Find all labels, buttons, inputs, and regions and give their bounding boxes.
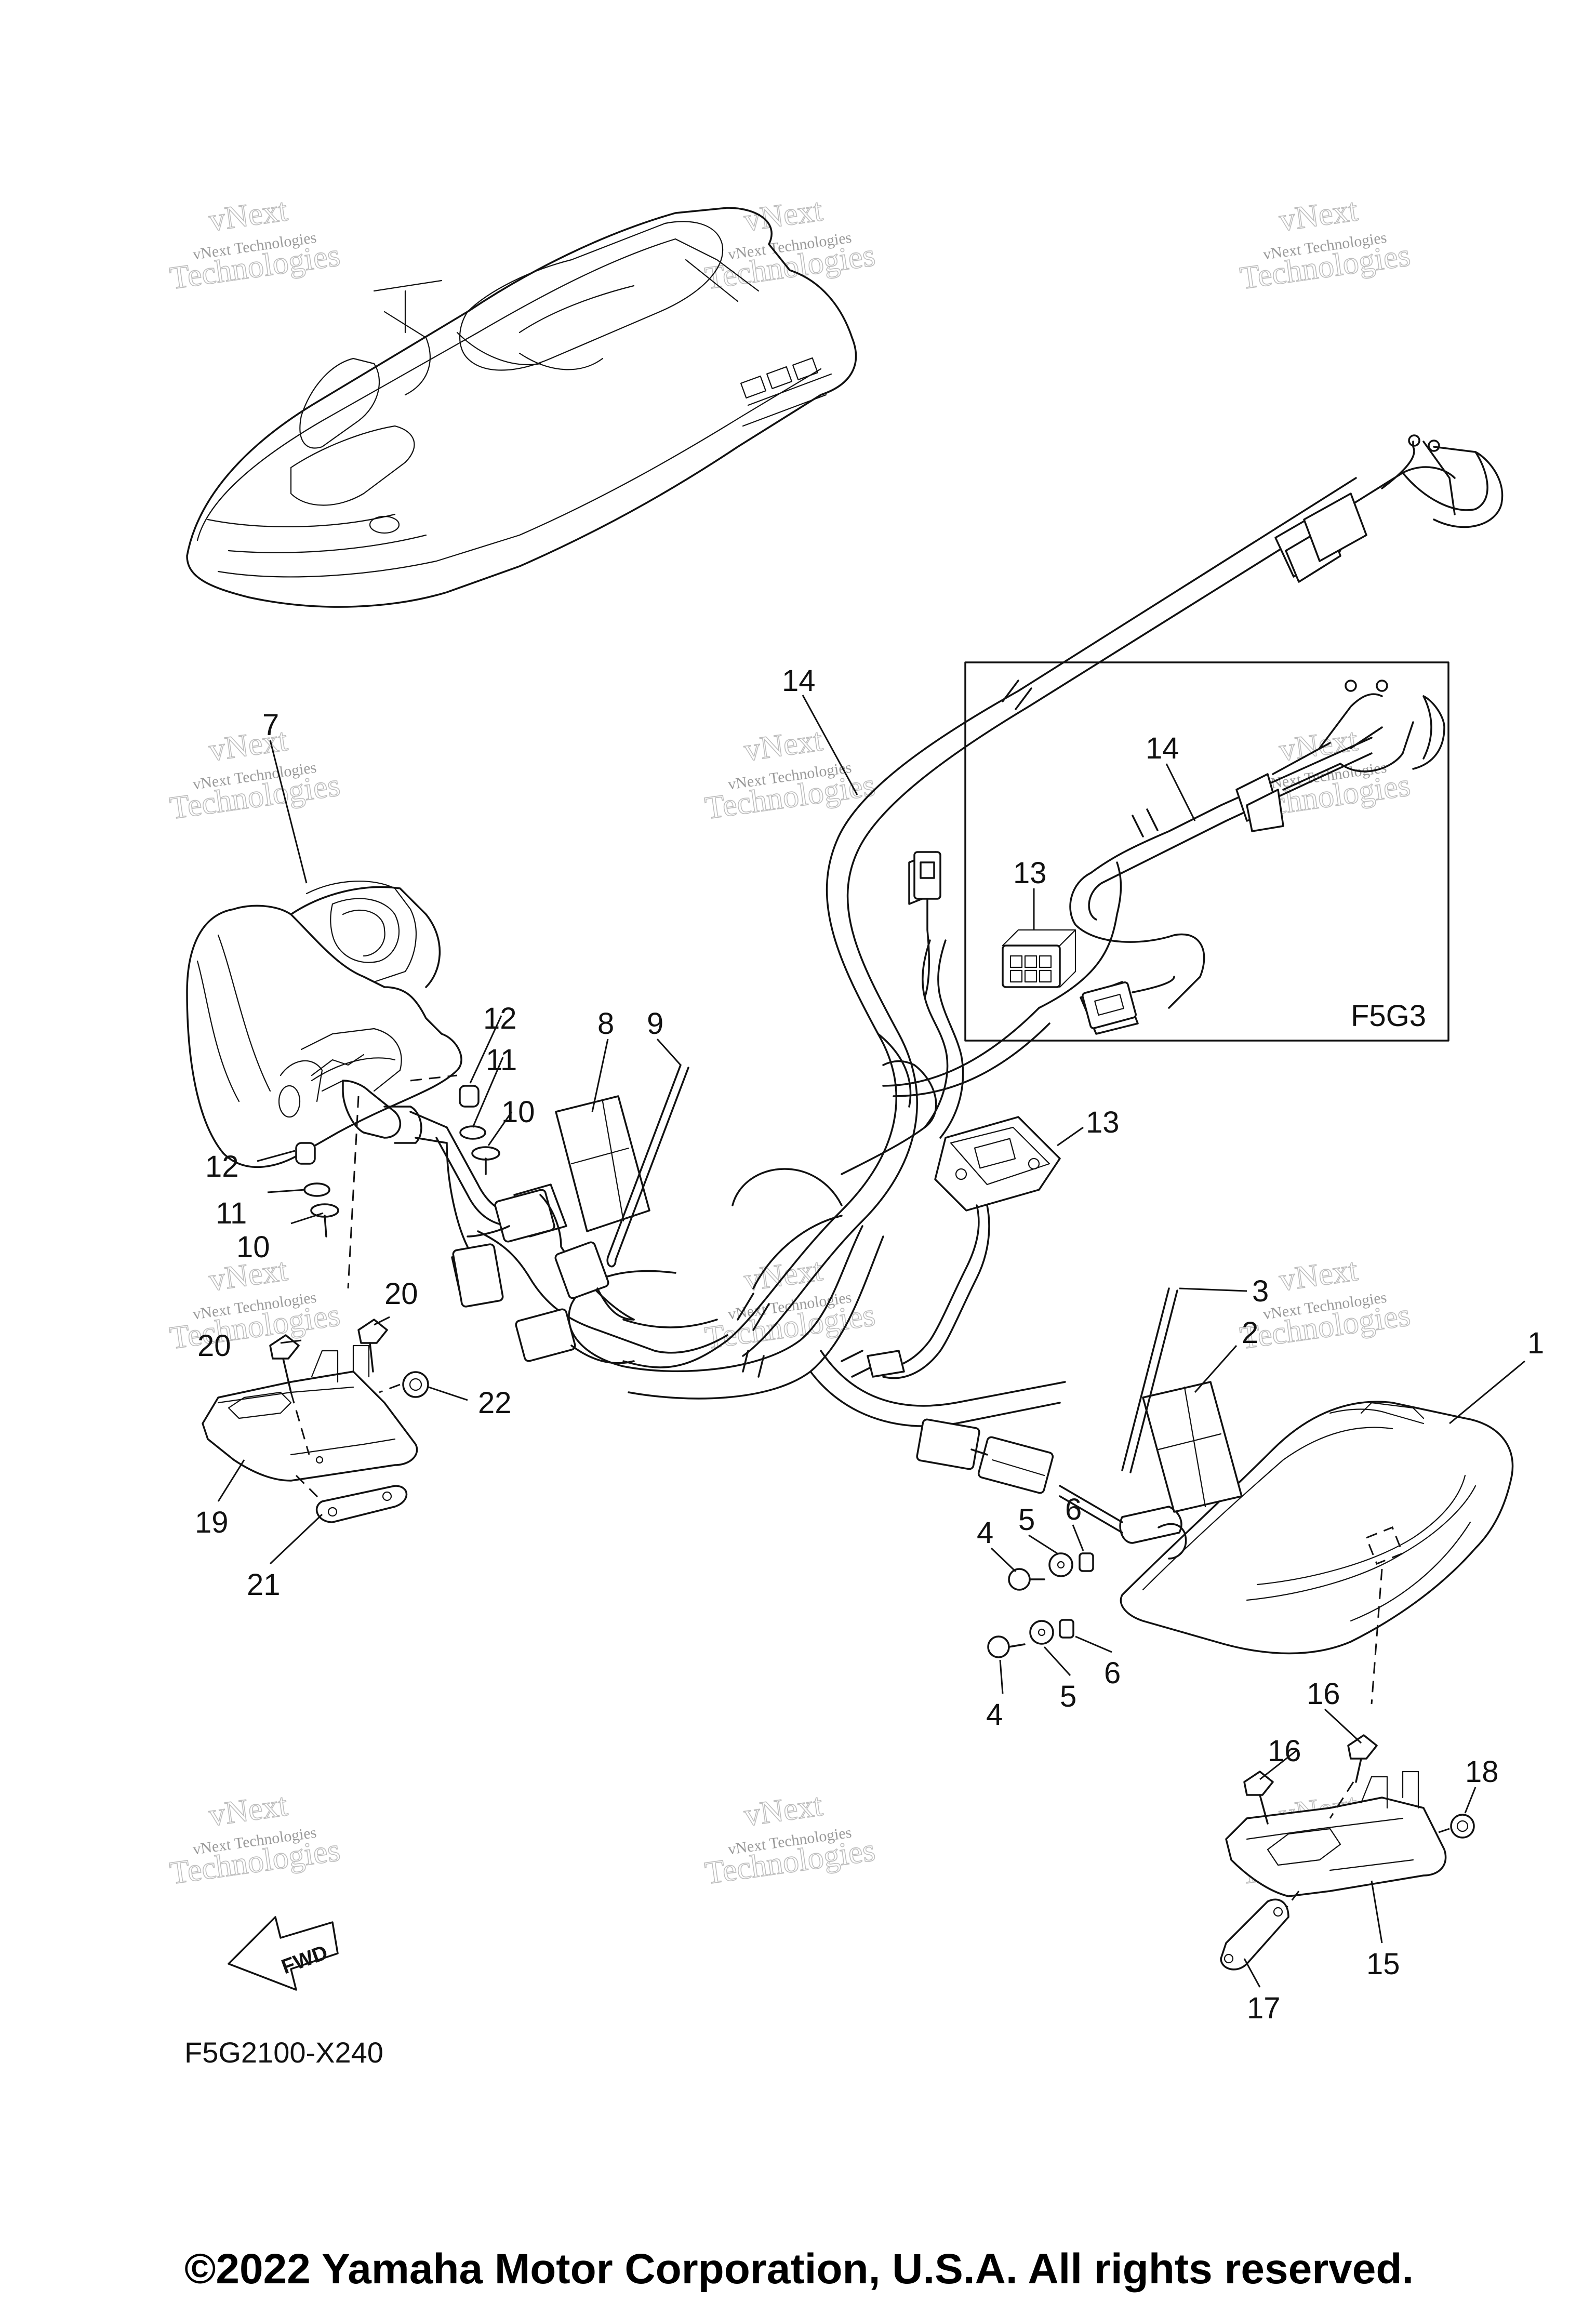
bracket-19 (202, 1345, 418, 1502)
watermark-big-1: vNext (742, 1252, 825, 1298)
copyright-notice: ©2022 Yamaha Motor Corporation, U.S.A. A… (184, 2245, 1414, 2293)
watermark-big-1: vNext (742, 1787, 825, 1833)
sheet-8 (555, 1095, 650, 1232)
bracket-15 (1225, 1771, 1447, 1933)
callout-5-lower: 5 (1060, 1680, 1076, 1713)
watermark-big-1: vNext (742, 722, 825, 768)
callout-14-main: 14 (782, 664, 816, 698)
callout-15: 15 (1366, 1947, 1400, 1981)
screw-4-lower (987, 1635, 1026, 1658)
callout-9: 9 (647, 1007, 663, 1041)
callout-5-upper: 5 (1018, 1503, 1035, 1537)
gauge-assembly-7 (186, 880, 635, 1321)
watermark: vNext vNext Technologies Technologies (167, 1787, 343, 1892)
callout-13-main: 13 (1086, 1106, 1120, 1139)
watermark: vNext vNext Technologies Technologies (1238, 192, 1413, 297)
leader-lines (217, 695, 1525, 1988)
callout-22: 22 (478, 1386, 512, 1420)
callout-4-upper: 4 (977, 1516, 993, 1550)
screw-10-right (471, 1146, 500, 1175)
callout-11-left: 11 (216, 1196, 247, 1230)
reference-code: F5G2100-X240 (184, 2036, 383, 2069)
screw-16-left (1243, 1771, 1274, 1825)
connector-13-inset (1002, 929, 1076, 988)
callout-1: 1 (1527, 1326, 1544, 1360)
screw-20-right (357, 1319, 388, 1373)
light-unit-1 (916, 1401, 1514, 1705)
washer-11-right (459, 1125, 486, 1140)
wire-harness-14 (477, 434, 1504, 1427)
clip-21 (316, 1485, 408, 1523)
collar-6-upper (1079, 1552, 1094, 1572)
callout-16-right: 16 (1307, 1677, 1340, 1711)
callout-12-right: 12 (483, 1002, 517, 1035)
callout-group: 1 2 3 4 4 5 5 6 6 7 8 9 10 10 11 11 12 1… (195, 664, 1544, 2025)
connector-group-left (515, 1241, 635, 1364)
callout-4-lower: 4 (986, 1698, 1003, 1732)
callout-14-inset: 14 (1146, 731, 1179, 765)
inset-f5g3 (964, 661, 1449, 1042)
callout-20-right: 20 (384, 1277, 418, 1311)
inset-variant-label: F5G3 (1351, 999, 1426, 1033)
switch-13 (867, 1116, 1061, 1379)
callout-10-right: 10 (501, 1095, 535, 1129)
dash-small-parts-right (410, 1074, 458, 1082)
grommet-18 (1433, 1814, 1475, 1839)
callout-21: 21 (247, 1568, 281, 1602)
screw-10-left (310, 1203, 339, 1238)
clip-17 (1220, 1898, 1289, 1971)
collar-6-lower (1059, 1619, 1074, 1639)
band-9 (606, 1064, 689, 1268)
watercraft-overview-drawing (186, 207, 857, 608)
washer-11-left (303, 1182, 330, 1197)
callout-11-right: 11 (486, 1043, 517, 1077)
washer-5-lower (1029, 1620, 1054, 1645)
forward-arrow-icon: FWD (228, 1916, 339, 1991)
callout-7: 7 (262, 708, 279, 742)
watermark-big-1: vNext (207, 1787, 290, 1833)
watermark-group: vNext vNext Technologies Technologies vN… (167, 192, 1413, 1892)
watermark: vNext vNext Technologies Technologies (167, 192, 343, 297)
callout-6-upper: 6 (1065, 1493, 1082, 1526)
screw-16-right (1329, 1734, 1378, 1819)
grommet-12-left (295, 1142, 316, 1165)
watermark: vNext vNext Technologies Technologies (702, 722, 878, 827)
callout-2: 2 (1242, 1316, 1258, 1350)
grommet-12-right (459, 1085, 480, 1108)
screw-4-upper (1008, 1568, 1045, 1591)
watermark: vNext vNext Technologies Technologies (167, 722, 343, 827)
callout-17: 17 (1247, 1991, 1281, 2025)
callout-20-left: 20 (197, 1329, 231, 1363)
grommet-22 (379, 1371, 429, 1398)
callout-6-lower: 6 (1104, 1656, 1121, 1690)
dash-gauge-to-bracket (347, 1096, 360, 1289)
callout-18: 18 (1465, 1755, 1499, 1789)
watermark: vNext vNext Technologies Technologies (702, 1787, 878, 1892)
callout-13-inset: 13 (1013, 856, 1047, 890)
watermark-big-1: vNext (1277, 192, 1360, 238)
sheet-2 (1142, 1381, 1243, 1513)
callout-19: 19 (195, 1506, 229, 1539)
callout-3: 3 (1252, 1274, 1269, 1308)
callout-8: 8 (597, 1007, 614, 1041)
callout-16-left: 16 (1268, 1734, 1301, 1768)
watermark: vNext vNext Technologies Technologies (702, 1252, 878, 1356)
watermark-big-1: vNext (207, 192, 290, 238)
washer-5-upper (1048, 1552, 1073, 1577)
callout-10-left: 10 (236, 1230, 270, 1264)
watermark-big-1: vNext (742, 192, 825, 238)
watermark-big-1: vNext (1277, 1252, 1360, 1298)
watermark: vNext vNext Technologies Technologies (702, 192, 878, 297)
band-3 (1121, 1287, 1178, 1473)
callout-12-left: 12 (205, 1150, 239, 1183)
